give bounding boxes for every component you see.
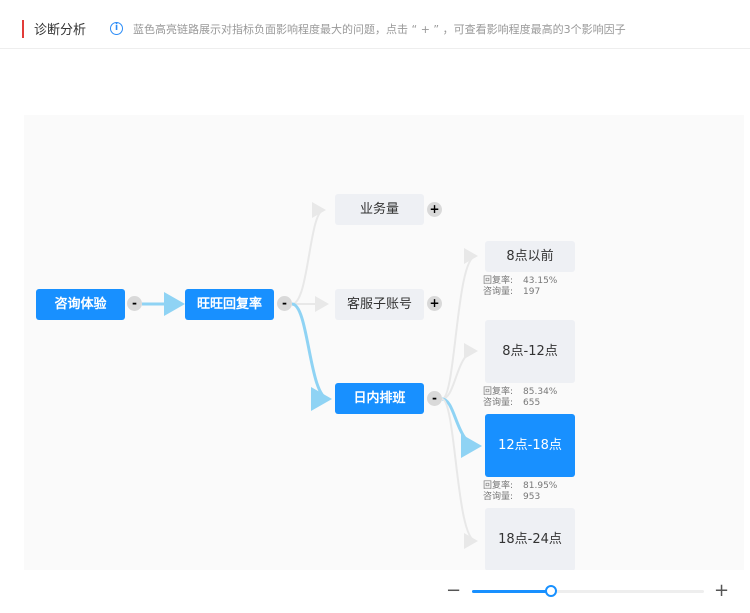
reply-rate-label: 回复率: xyxy=(483,481,514,491)
node-8-to-12[interactable]: 8点-12点 xyxy=(485,320,575,383)
consult-volume-label: 咨询量: xyxy=(483,398,514,408)
edge-level1-daily-schedule xyxy=(291,302,332,411)
consult-volume-label: 咨询量: xyxy=(483,287,514,297)
zoom-slider-track[interactable] xyxy=(472,585,704,597)
node-sub-account[interactable]: 客服子账号 xyxy=(335,289,424,320)
reply-rate-value: 81.95% xyxy=(523,481,558,491)
expand-toggle-sub-account[interactable]: + xyxy=(427,296,442,311)
node-label: 旺旺回复率 xyxy=(196,297,262,312)
node-wangwang-reply-rate[interactable]: 旺旺回复率 xyxy=(185,289,274,320)
reply-rate-value: 85.34% xyxy=(523,387,558,397)
tree-edges xyxy=(142,202,482,549)
node-label: 8点以前 xyxy=(506,249,554,264)
reply-rate-label: 回复率: xyxy=(483,387,514,397)
edge-level1-business-volume xyxy=(291,202,326,305)
collapse-toggle-daily-schedule[interactable]: - xyxy=(427,391,442,406)
node-business-volume[interactable]: 业务量 xyxy=(335,194,424,225)
diagnosis-tree-canvas[interactable]: 咨询体验 - 旺旺回复率 - 业务量 + 客服子账号 + 日内排班 - 8点以前… xyxy=(24,115,744,570)
collapse-toggle-level1[interactable]: - xyxy=(277,296,292,311)
edge-schedule-12to18 xyxy=(441,397,482,458)
metrics-before-8: 回复率: 43.15% 咨询量: 197 xyxy=(483,276,557,298)
metrics-12-to-18: 回复率: 81.95% 咨询量: 953 xyxy=(483,481,557,503)
edge-schedule-before8 xyxy=(441,248,478,400)
title-accent-bar xyxy=(22,20,24,38)
page-title: 诊断分析 xyxy=(34,23,87,38)
node-label: 12点-18点 xyxy=(498,438,562,453)
zoom-slider-fill xyxy=(472,590,551,593)
node-label: 18点-24点 xyxy=(498,532,562,547)
zoom-slider-thumb[interactable] xyxy=(545,585,557,597)
zoom-control: − + xyxy=(440,580,740,602)
collapse-toggle-root[interactable]: - xyxy=(127,296,142,311)
hint-text: 蓝色高亮链路展示对指标负面影响程度最大的问题，点击 “ + ” ，可查看影响程度… xyxy=(133,23,626,36)
node-label: 业务量 xyxy=(359,202,399,217)
consult-volume-value: 655 xyxy=(523,398,541,408)
node-daily-schedule[interactable]: 日内排班 xyxy=(335,383,424,414)
node-consult-experience[interactable]: 咨询体验 xyxy=(36,289,125,320)
edge-schedule-18to24 xyxy=(441,398,478,549)
consult-volume-label: 咨询量: xyxy=(483,492,514,502)
metrics-8-to-12: 回复率: 85.34% 咨询量: 655 xyxy=(483,387,557,409)
node-label: 日内排班 xyxy=(353,391,406,406)
consult-volume-value: 953 xyxy=(523,492,541,502)
reply-rate-label: 回复率: xyxy=(483,276,514,286)
consult-volume-value: 197 xyxy=(523,287,541,297)
reply-rate-value: 43.15% xyxy=(523,276,558,286)
expand-toggle-business-volume[interactable]: + xyxy=(427,202,442,217)
zoom-out-button[interactable]: − xyxy=(446,580,462,601)
zoom-in-button[interactable]: + xyxy=(714,580,730,601)
info-icon: i xyxy=(110,22,123,35)
node-12-to-18[interactable]: 12点-18点 xyxy=(485,414,575,477)
node-18-to-24[interactable]: 18点-24点 xyxy=(485,508,575,570)
node-label: 咨询体验 xyxy=(54,297,107,312)
node-label: 客服子账号 xyxy=(346,297,412,312)
header: 诊断分析 i 蓝色高亮链路展示对指标负面影响程度最大的问题，点击 “ + ” ，… xyxy=(0,0,750,49)
edge-schedule-8to12 xyxy=(441,343,478,400)
node-label: 8点-12点 xyxy=(502,344,558,359)
node-before-8[interactable]: 8点以前 xyxy=(485,241,575,272)
